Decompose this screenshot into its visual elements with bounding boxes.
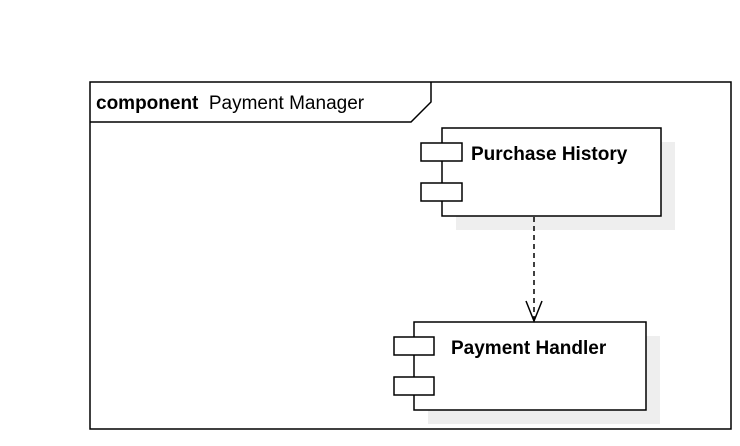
component-port-top bbox=[393, 336, 435, 356]
arrow-head-icon bbox=[525, 300, 543, 324]
component-payment-handler[interactable]: Payment Handler bbox=[393, 321, 660, 424]
svg-text:component Payment Manage: component Payment Manager bbox=[96, 93, 365, 114]
component-body bbox=[413, 321, 647, 411]
frame-keyword: component bbox=[96, 93, 199, 114]
frame-name: Payment Manager bbox=[209, 93, 365, 114]
component-port-bottom bbox=[420, 182, 463, 202]
frame-tab bbox=[90, 82, 432, 123]
component-purchase-history[interactable]: Purchase History bbox=[420, 127, 675, 230]
component-name: Payment Handler bbox=[451, 338, 607, 359]
component-body bbox=[441, 127, 662, 217]
component-port-bottom bbox=[393, 376, 435, 396]
component-name: Purchase History bbox=[471, 144, 628, 165]
dependency-arrow[interactable] bbox=[525, 217, 543, 324]
component-port-top bbox=[420, 142, 463, 162]
